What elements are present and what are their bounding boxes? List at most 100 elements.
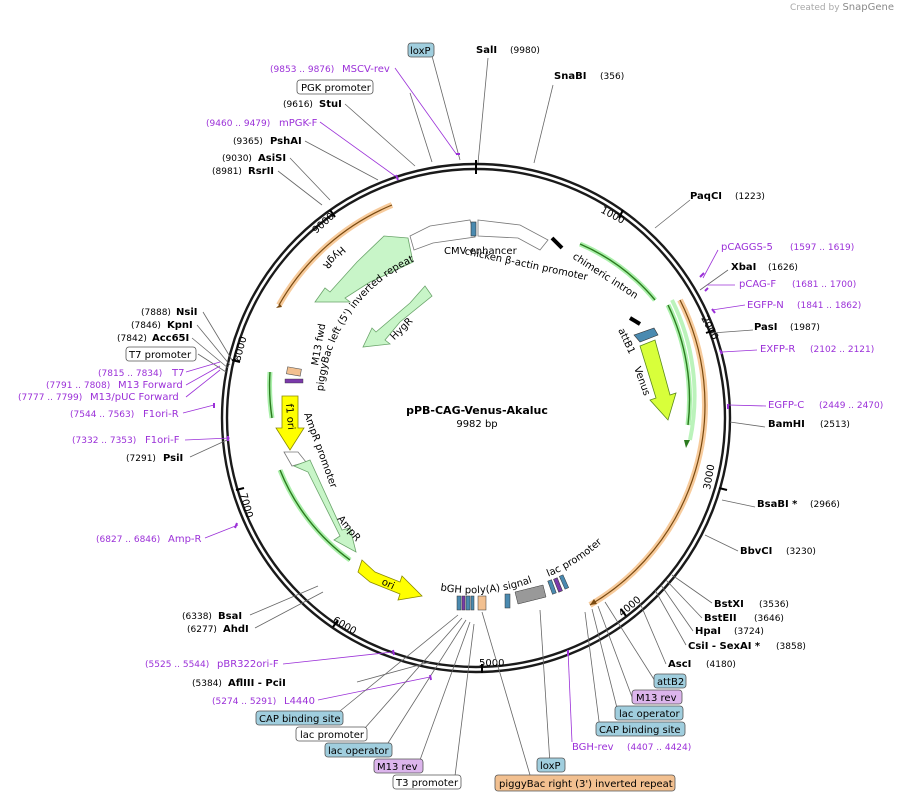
box-m13rev-right-label: M13 rev [636,693,677,704]
lac-promoter-label: lac promoter [545,536,605,579]
tick-label-2000: 2000 [698,314,720,342]
site-csii-sexai: CsiI - SexAI * [688,641,761,652]
box-lac-operator-right-label: lac operator [619,709,680,720]
site-pshai-coord: (9365) [233,137,263,147]
tick-label-1000: 1000 [599,205,627,227]
tick-label-3000: 3000 [702,464,717,491]
box-cap-right-label: CAP binding site [599,725,681,736]
snapgene-brand: Created by SnapGene [790,2,894,13]
site-rsrii: RsrII [248,166,274,177]
site-csii-coord: (3858) [776,642,806,652]
box-cap-right [595,721,686,737]
box-loxp-top [407,42,435,58]
primer-egfpc-coord: (2449 .. 2470) [819,401,883,411]
primer-f1orif-coord: (7332 .. 7353) [72,436,136,446]
bottom-feature-cluster [456,574,570,611]
primer-ampr: Amp-R [168,534,202,545]
box-pb-right [494,774,676,792]
box-t7-promoter-label: T7 promoter [128,350,192,361]
hygr-inner-arrow [362,285,433,348]
snapgene-logo: SnapGene [842,2,894,13]
site-kpni: KpnI [167,320,193,331]
plasmid-size: 9982 bp [456,419,497,430]
venus-arrow [639,339,677,421]
box-lac-operator-left [324,742,393,758]
box-cap-left [255,710,344,726]
site-asci-coord: (4180) [706,660,736,670]
box-loxp-top-label: loxP [410,46,431,57]
attb1-label: attB1 [615,327,636,356]
tick-label-7000: 7000 [237,492,254,519]
site-pasi: PasI [754,322,777,333]
site-afliii: AflIII - PciI [228,678,286,689]
bottom-left-leaders [339,614,475,777]
site-ahdi: AhdI [223,624,249,635]
box-loxp-bottom [536,757,566,773]
primer-m13fwd: M13 Forward [118,380,183,391]
site-sali: SalI [476,45,497,56]
f1-ori-arrow [275,395,305,451]
site-bsteii: BstEII [704,613,737,624]
site-rsrii-coord: (8981) [212,167,242,177]
site-ahdi-coord: (6277) [187,625,217,635]
site-acc65i: Acc65I [152,333,189,344]
site-bamhi-coord: (2513) [820,420,850,430]
cba-promoter-arrow [477,219,549,251]
site-asci: AscI [668,659,691,670]
primer-m13puc: M13/pUC Forward [90,392,179,403]
pb-right-arc-line [589,299,706,606]
site-nsii-coord: (7888) [141,308,171,318]
site-nsii: NsiI [176,307,197,318]
site-stui-coord: (9616) [283,100,313,110]
pb-right-arrowhead [590,599,597,605]
right-leaders [477,57,767,743]
site-xbai-coord: (1626) [768,263,798,273]
site-bamhi: BamHI [768,419,805,430]
primer-egfpc: EGFP-C [768,400,804,411]
site-snabi: SnaBI [554,71,586,82]
site-hpai: HpaI [695,626,721,637]
primer-mscvrev-coord: (9853 .. 9876) [270,65,334,75]
box-attb2-label: attB2 [657,677,684,688]
primer-m13fwd-coord: (7791 .. 7808) [46,381,110,391]
box-lac-operator-right [614,705,684,721]
box-t3-promoter-label: T3 promoter [395,778,459,789]
box-m13rev-left-label: M13 rev [377,762,418,773]
attb1-marker [628,316,642,326]
primer-f1orir: F1ori-R [143,409,179,420]
box-lac-promoter-left [295,726,368,742]
site-asisi-coord: (9030) [222,154,252,164]
primer-l4440-coord: (5274 .. 5291) [212,697,276,707]
site-asisi: AsiSI [258,153,286,164]
box-pgk-promoter [296,79,374,95]
site-psii: PsiI [163,453,183,464]
intron-marker [550,236,564,250]
box-cap-left-label: CAP binding site [259,714,341,725]
box-t7-promoter [125,346,197,362]
primer-pbr: pBR322ori-F [217,659,279,670]
tick-label-5000: 5000 [479,658,504,669]
left-leaders [182,55,461,701]
primer-exfpr: EXFP-R [760,344,795,355]
primer-t7: T7 [171,368,184,379]
box-lac-operator-left-label: lac operator [328,746,389,757]
attb1-box [633,327,659,343]
box-loxp-bottom-label: loxP [540,761,561,772]
site-bstxi: BstXI [714,599,744,610]
site-pshai: PshAI [270,136,302,147]
site-bsabi-coord: (2966) [810,500,840,510]
primer-mpgkf: mPGK-F [279,118,318,129]
primer-t7-coord: (7815 .. 7834) [98,369,162,379]
site-bsabi: BsaBI * [757,499,798,510]
box-attb2 [653,673,687,689]
ampr-arrow [292,459,357,553]
site-bbvci-coord: (3230) [786,547,816,557]
ori-arrow [357,559,423,601]
site-bsai-coord: (6338) [182,612,212,622]
site-xbai: XbaI [731,262,756,273]
primer-pcaggs5: pCAGGS-5 [721,242,773,253]
primer-pbr-coord: (5525 .. 5544) [145,660,209,670]
primer-pcagf-coord: (1681 .. 1700) [792,280,856,290]
primer-bghrev-coord: (4407 .. 4424) [627,743,691,753]
